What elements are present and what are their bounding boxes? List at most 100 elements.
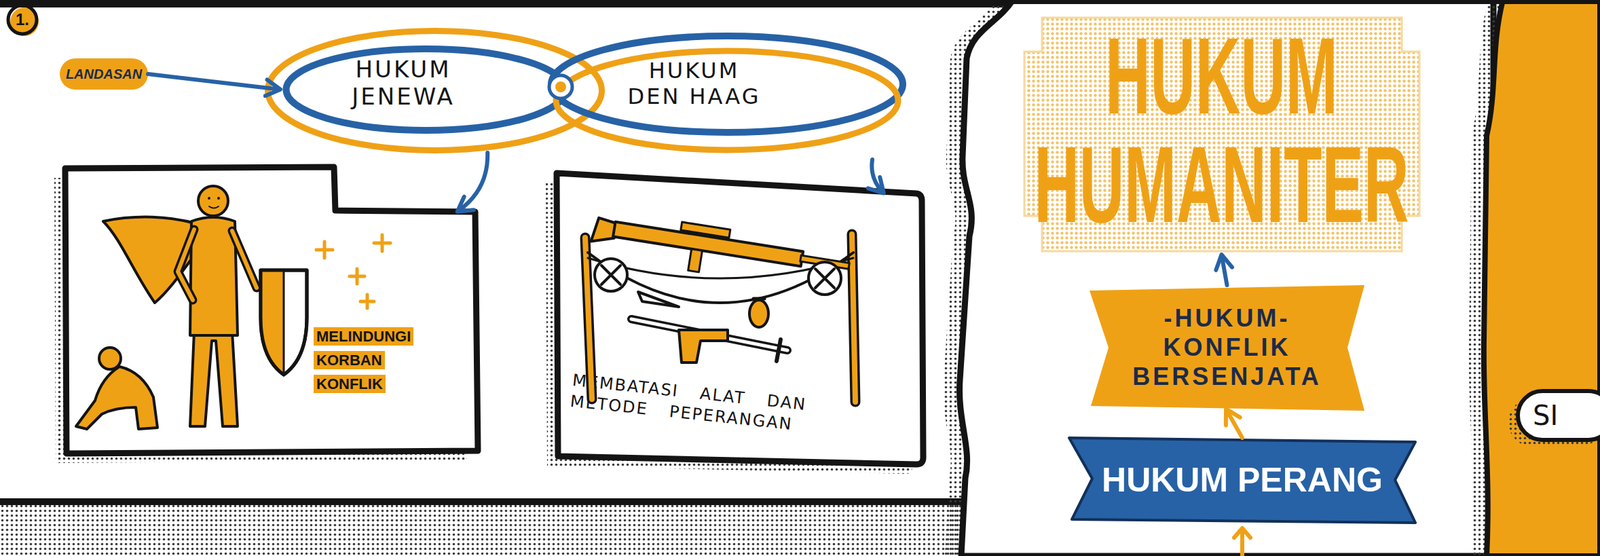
illustration-panel: MELINDUNGI KORBAN KONFLIK [48,161,484,468]
weapons-illustration [587,257,854,279]
node-outline [555,50,899,151]
node-text: HUKUM JENEWA [351,55,455,110]
hero-illustration [177,229,195,301]
text-box: MELINDUNGI KORBAN KONFLIK [313,324,426,397]
weapons-illustration [631,319,788,351]
weapons-illustration [851,234,856,402]
hero-illustration [260,270,307,375]
node-outline [1069,437,1416,523]
weapons-illustration [680,221,731,238]
left-panel-frame [0,4,1012,556]
no-symbol [815,268,835,288]
node-text: HUKUM HUMANITER [1033,14,1409,246]
hero-illustration [232,230,257,288]
no-symbol [808,262,842,295]
no-symbol [594,258,842,295]
pill-label: LANDASAN [59,58,148,90]
hero-illustration [374,234,391,252]
weapons-illustration [753,297,765,301]
hero-illustration [209,206,219,209]
weapons-illustration [638,291,679,307]
text-box: HUKUM HUMANITER [1024,21,1419,239]
hero-illustration [232,230,257,288]
node-text: -HUKUM- KONFLIK BERSENJATA [1132,304,1322,391]
weapons-illustration [800,255,850,269]
weapons-illustration [631,319,788,351]
incoming-arrow [1240,529,1245,556]
callout-circle [8,5,39,36]
node-outline [536,162,937,476]
right-panel-frame [959,0,1494,556]
connector-arrow [147,73,279,89]
title-frame: HUKUM HUMANITER [1021,12,1423,257]
text-box: HUKUM JENEWA [335,55,472,110]
node-text: HUKUM PERANG [1101,460,1383,499]
no-symbol [601,265,621,285]
node-outline [556,173,924,465]
top-border [0,0,1600,5]
callout-circle [8,5,37,34]
left-panel-frame [0,505,971,556]
node-outline [59,58,148,90]
hero-illustration [177,229,195,301]
callout-number: 1. [7,6,38,34]
node-text: SI [1532,399,1558,432]
hero-illustration [103,217,204,303]
node-text: MELINDUNGI KORBAN KONFLIK [313,327,414,394]
node-outline [286,48,567,131]
hero-illustration [217,196,220,200]
weapons-illustration [851,234,856,402]
hero-illustration [190,331,238,427]
weapons-illustration [776,339,781,362]
node-outline [1089,285,1365,411]
hero-illustration [316,234,391,309]
pill-label: SI [1517,391,1600,440]
text-box: SI [1532,397,1594,434]
weapons-illustration [587,252,854,303]
node-outline [1517,391,1600,440]
hero-illustration [76,366,158,430]
venn-symbol [555,81,567,93]
text-box: LANDASAN [59,58,148,90]
node-text: LANDASAN [65,66,142,82]
node-outline [65,166,478,454]
weapons-illustration [585,237,592,400]
venn-symbol [549,75,573,99]
hero-illustration [260,270,307,375]
venn-symbol [549,75,573,99]
venn-ellipse: HUKUM DEN HAAG [543,27,914,160]
ribbon-banner: -HUKUM- KONFLIK BERSENJATA [1089,285,1365,411]
left-panel-frame [0,498,964,506]
ribbon-banner: HUKUM PERANG [1069,437,1416,523]
node-outline [1517,391,1600,440]
weapons-illustration [588,208,852,296]
illustration-panel: MEMBATASI ALAT DAN METODE PEPERANGAN [536,162,937,476]
text-box: HUKUM DEN HAAG [621,57,768,110]
node-text: HUKUM DEN HAAG [627,57,761,110]
weapons-illustration [591,217,618,246]
node-outline [48,161,484,468]
hero-illustration [76,185,391,430]
hero-illustration [316,241,333,258]
text-box: HUKUM PERANG [1069,458,1416,503]
connector-arrow [871,159,882,192]
weapons-illustration [688,249,703,273]
hero-illustration [207,196,211,200]
hero-illustration [99,347,121,370]
hero-illustration [349,268,365,284]
right-panel-frame [943,0,1494,556]
weapons-illustration [749,300,769,328]
hero-illustration [360,294,375,309]
incoming-arrow [1234,528,1251,538]
hero-illustration [283,270,286,375]
weapons-illustration [585,208,856,402]
weapons-illustration [678,329,728,363]
weapons-illustration [585,237,592,400]
weapons-illustration [612,221,804,267]
no-symbol [594,258,628,292]
orange-side-panel [1483,0,1600,556]
text-box: -HUKUM- KONFLIK BERSENJATA [1116,303,1338,392]
hero-illustration [190,217,238,336]
hero-illustration [262,271,284,373]
